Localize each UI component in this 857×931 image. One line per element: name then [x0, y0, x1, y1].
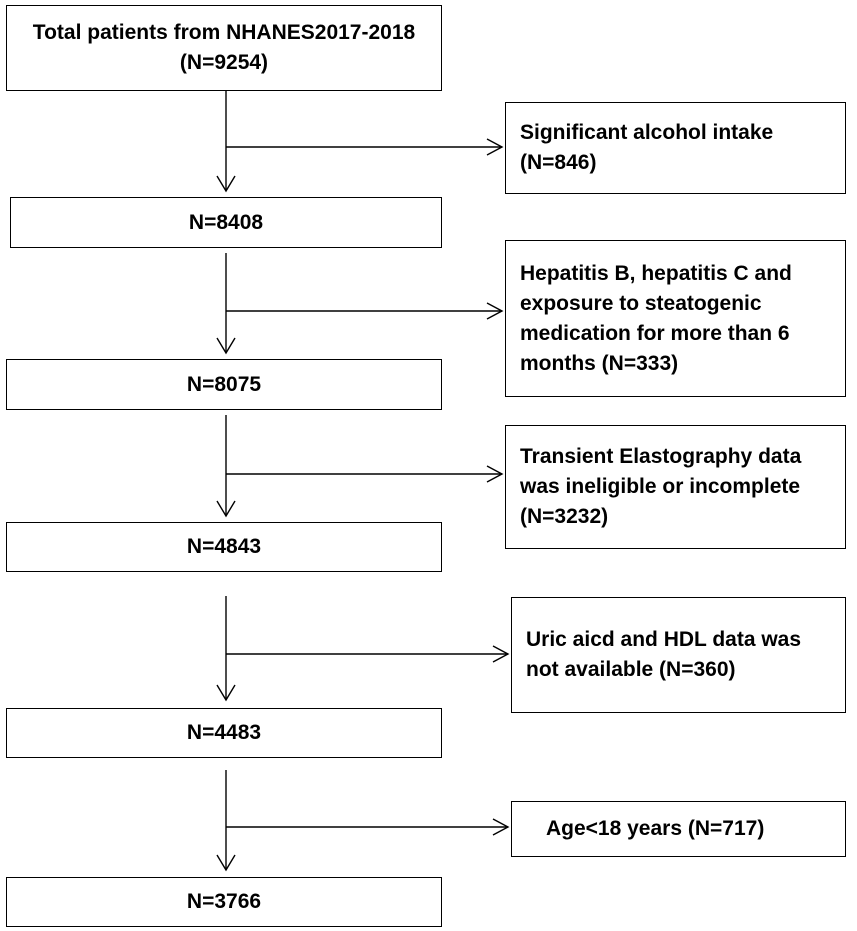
main-box-step-3: N=8075: [6, 359, 442, 410]
main-box-step-6-label: N=3766: [186, 890, 262, 913]
exclusion-box-alcohol: Significant alcohol intake (N=846): [505, 102, 846, 194]
exclusion-elastography-line-3: (N=3232): [520, 505, 609, 528]
down-arrowhead-5: [216, 854, 236, 872]
main-box-total-line-1: Total patients from NHANES2017-2018: [32, 21, 416, 44]
main-box-step-5-label: N=4483: [186, 721, 262, 744]
main-box-step-4: N=4843: [6, 522, 442, 572]
main-box-total: Total patients from NHANES2017-2018 (N=9…: [6, 5, 442, 91]
main-box-step-2: N=8408: [10, 197, 442, 248]
exclusion-hepatitis-line-1: Hepatitis B, hepatitis C and: [520, 261, 792, 285]
down-arrowhead-2: [216, 337, 236, 355]
down-arrowhead-3: [216, 500, 236, 518]
main-box-total-line-2: (N=9254): [179, 51, 269, 74]
exclusion-elastography-line-1: Transient Elastography data: [520, 445, 802, 468]
branch-arrowhead-3: [486, 465, 504, 483]
exclusion-box-hepatitis: Hepatitis B, hepatitis C and exposure to…: [505, 240, 846, 397]
exclusion-alcohol-line-2: (N=846): [520, 151, 597, 174]
branch-arrowhead-5: [492, 818, 510, 836]
exclusion-uric-acid-line-2: not available (N=360): [526, 658, 736, 681]
branch-arrowhead-1: [486, 138, 504, 156]
main-box-step-5: N=4483: [6, 708, 442, 758]
main-box-step-4-label: N=4843: [186, 535, 262, 558]
exclusion-elastography-line-2: was ineligible or incomplete: [520, 475, 801, 498]
exclusion-age-line-1: Age<18 years (N=717): [546, 817, 765, 840]
down-arrowhead-1: [216, 175, 236, 193]
down-arrowhead-4: [216, 684, 236, 702]
branch-arrowhead-2: [486, 302, 504, 320]
exclusion-alcohol-line-1: Significant alcohol intake: [520, 121, 774, 144]
exclusion-box-age: Age<18 years (N=717): [511, 801, 846, 857]
exclusion-box-elastography: Transient Elastography data was ineligib…: [505, 425, 846, 549]
main-box-step-6: N=3766: [6, 877, 442, 927]
exclusion-hepatitis-line-3: medication for more than 6: [520, 321, 790, 345]
branch-arrowhead-4: [492, 645, 510, 663]
exclusion-hepatitis-line-4: months (N=333): [520, 351, 679, 375]
exclusion-uric-acid-line-1: Uric aicd and HDL data was: [526, 628, 802, 651]
exclusion-box-uric-acid: Uric aicd and HDL data was not available…: [511, 597, 846, 713]
main-box-step-3-label: N=8075: [186, 372, 262, 396]
exclusion-hepatitis-line-2: exposure to steatogenic: [520, 291, 762, 315]
main-box-step-2-label: N=8408: [188, 210, 264, 234]
